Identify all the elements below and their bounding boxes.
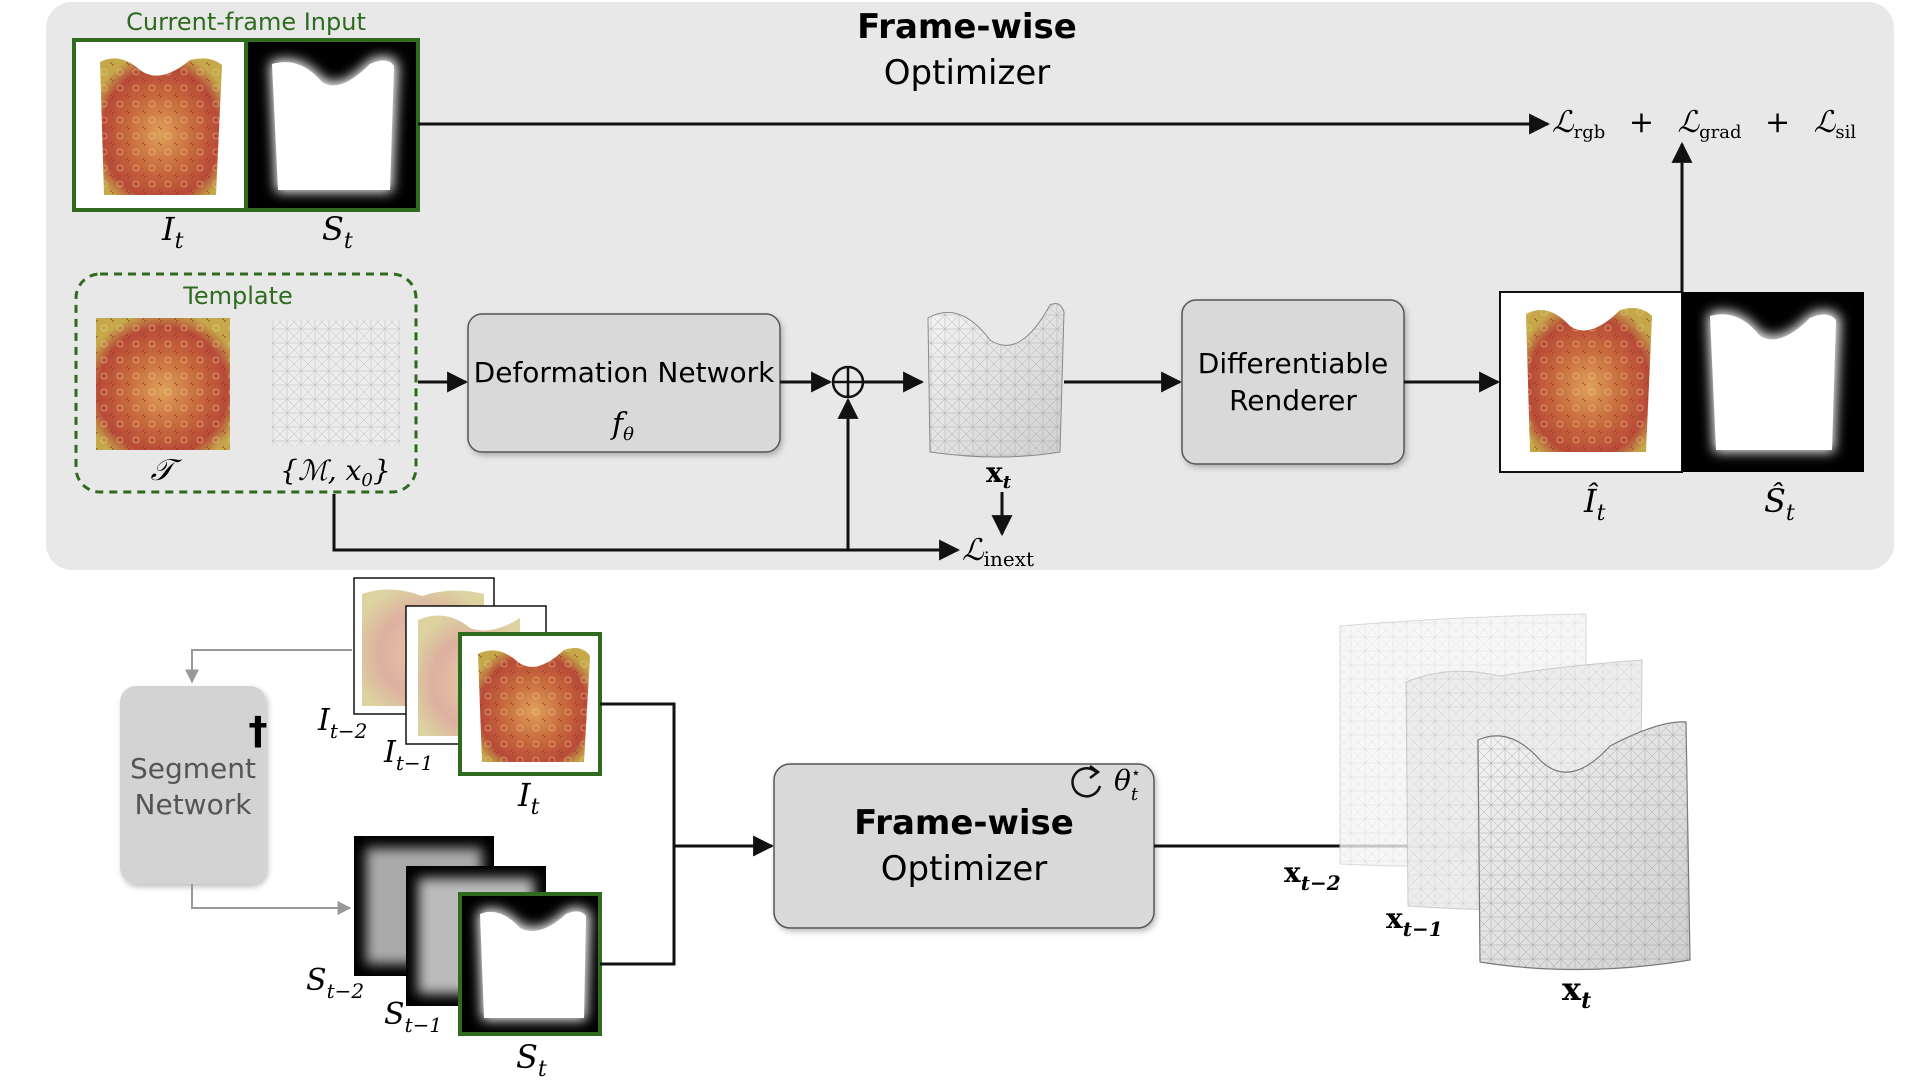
- current-silhouette-frame: [244, 38, 420, 212]
- current-image-frame: [72, 38, 248, 212]
- label-S-t-bottom: St: [516, 1038, 547, 1080]
- arrow-segment-to-masks: [191, 884, 352, 915]
- label-S-t-minus-1: St−1: [384, 997, 442, 1037]
- label-x-t-minus-2: xt−2: [1284, 856, 1341, 895]
- panel-title-line2: Optimizer: [884, 53, 1050, 93]
- renderer-label-line1: Differentiable: [1198, 347, 1388, 380]
- rendered-silhouette-frame: [1682, 292, 1864, 472]
- segment-network-label-line1: Segment: [130, 752, 256, 785]
- label-I-t-minus-1: It−1: [383, 735, 433, 775]
- deformation-network-label: Deformation Network: [474, 356, 775, 389]
- mesh-stack: [1339, 613, 1691, 971]
- arrow-images-to-segment: [185, 649, 352, 684]
- rendered-image-frame: [1499, 291, 1683, 473]
- template-box: [74, 272, 418, 494]
- label-mesh-set: {ℳ, x0}: [280, 454, 391, 491]
- rendered-silhouette: [1710, 314, 1836, 450]
- segment-network-label-line2: Network: [135, 788, 253, 821]
- label-x-t-minus-1: xt−1: [1386, 902, 1443, 941]
- template-mesh: [272, 320, 400, 446]
- template-label: Template: [182, 282, 293, 310]
- template-texture: [96, 318, 230, 450]
- theta-star-label: θ⋆t: [1114, 763, 1141, 805]
- renderer-label-line2: Renderer: [1229, 384, 1357, 417]
- silhouette-stack: [354, 836, 602, 1036]
- loss-expression: ℒrgb + ℒgrad + ℒsil: [1552, 105, 1856, 146]
- loss-inext: ℒinext: [962, 533, 1034, 571]
- line-template-to-inext: [332, 494, 961, 561]
- label-I-t-bottom: It: [517, 776, 540, 820]
- label-S-t-minus-2: St−2: [306, 963, 364, 1003]
- current-frame-label: Current-frame Input: [126, 8, 366, 36]
- label-x-t-bottom: xt: [1562, 970, 1591, 1014]
- segment-network-box: [120, 686, 266, 884]
- refresh-icon: [1071, 765, 1102, 798]
- line-images-merge: [600, 702, 676, 966]
- optimizer-label-line1: Frame-wise: [854, 803, 1074, 843]
- label-S-hat: Ŝt: [1764, 482, 1795, 526]
- label-I-t-minus-2: It−2: [317, 703, 367, 743]
- optimizer-box: [773, 763, 1155, 929]
- panel-title-line1: Frame-wise: [857, 7, 1077, 47]
- dagger-symbol: †: [249, 709, 268, 753]
- label-x-t: xt: [986, 456, 1012, 493]
- label-I-hat: Ît: [1583, 482, 1606, 526]
- deformed-mesh: [927, 303, 1065, 458]
- differentiable-renderer-box: [1181, 299, 1405, 465]
- optimizer-label-line2: Optimizer: [881, 849, 1047, 889]
- image-stack: [353, 577, 602, 776]
- label-S-t: St: [322, 210, 353, 254]
- label-I-t: It: [161, 210, 184, 254]
